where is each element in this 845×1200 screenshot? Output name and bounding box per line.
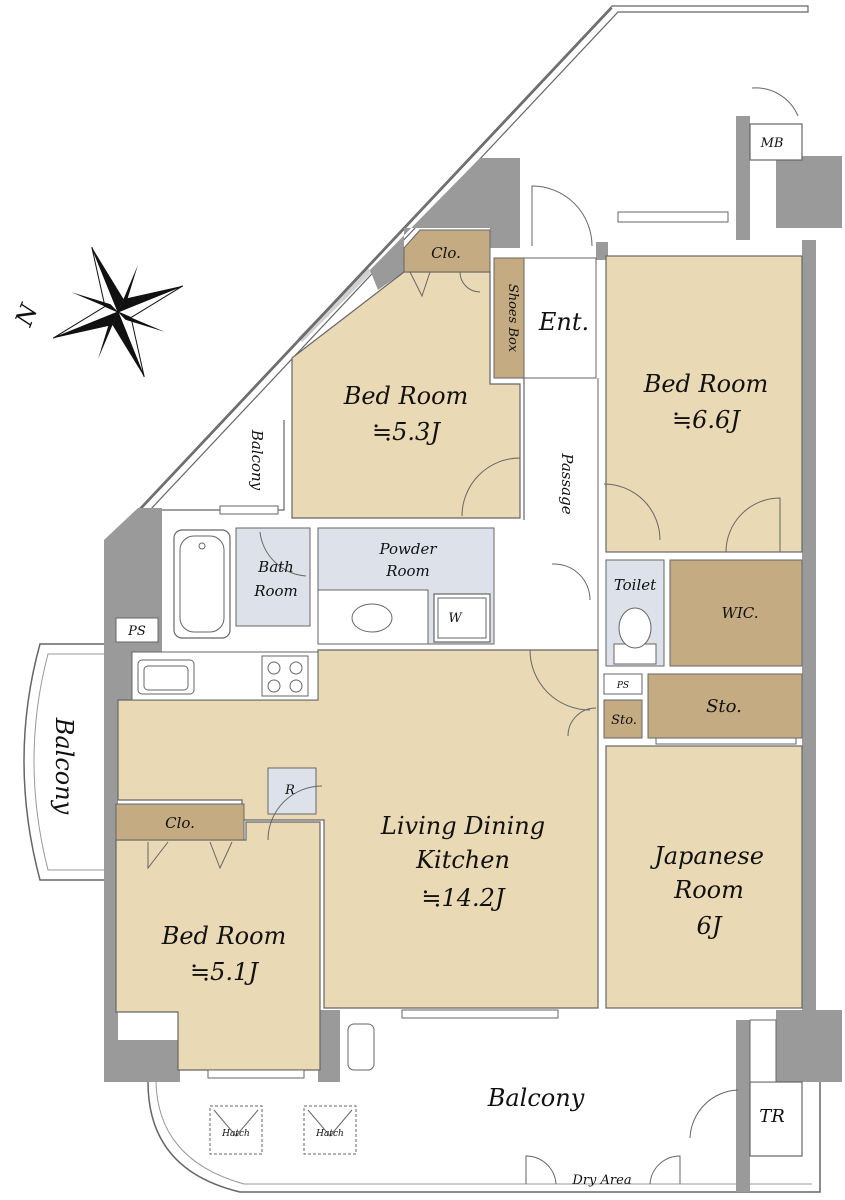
bath-room[interactable] (235, 527, 311, 627)
tr-label: TR (759, 1106, 785, 1127)
dry-area-label: Dry Area (571, 1173, 631, 1188)
washer-pan (433, 593, 491, 643)
storage-large[interactable] (647, 673, 803, 739)
wic-label: WIC. (721, 604, 758, 622)
wall-south-west (104, 1040, 180, 1082)
japanese-line2: Room (673, 876, 744, 904)
balcony-sink (347, 1023, 375, 1071)
ldk-size: ≒14.2J (421, 884, 506, 912)
kitchen-sink (137, 659, 195, 695)
powder-line2: Room (385, 562, 430, 580)
tr-box[interactable] (749, 1081, 803, 1157)
balcony-nw-label: Balcony (248, 429, 266, 491)
fridge-label: R (284, 783, 295, 798)
ps-center (603, 673, 643, 695)
bed-room-sw[interactable] (115, 821, 321, 1071)
bed-room-ne-name: Bed Room (643, 370, 769, 398)
fridge-space (267, 767, 317, 815)
bed-room-ne[interactable] (605, 255, 803, 553)
door-swings (147, 87, 799, 1185)
stove-icon (261, 655, 309, 697)
ldk-line2: Kitchen (415, 846, 510, 874)
compass-rose-icon (52, 246, 184, 378)
wall-east-lower (776, 1010, 842, 1082)
washer-label: W (448, 611, 463, 626)
mb-label: MB (760, 136, 784, 151)
balcony-south-label: Balcony (487, 1084, 585, 1112)
ps-west-label: PS (127, 624, 146, 639)
closet-nw[interactable] (403, 229, 491, 273)
closet-sw-label: Clo. (165, 814, 195, 832)
wall-tr-column (736, 1020, 750, 1192)
wall-east-upper (776, 156, 842, 228)
wall-north-block (370, 158, 520, 290)
toilet-bowl-icon (618, 607, 652, 649)
hatch-2-label: Hatch (315, 1129, 344, 1139)
wall-entrance (596, 242, 608, 260)
closet-nw-label: Clo. (431, 244, 461, 262)
entrance[interactable] (523, 257, 597, 379)
bed-room-sw-name: Bed Room (161, 922, 287, 950)
entrance-label: Ent. (538, 308, 589, 336)
toilet-label: Toilet (614, 576, 657, 594)
passage-label: Passage (558, 452, 576, 514)
bath-line1: Bath (257, 558, 294, 576)
wall-east (802, 240, 816, 1020)
bath-line2: Room (253, 582, 298, 600)
japanese-size: 6J (697, 912, 723, 940)
storage-small[interactable] (603, 699, 643, 739)
vanity (317, 589, 429, 645)
walk-in-closet[interactable] (669, 559, 803, 667)
storage-small-label: Sto. (611, 713, 637, 728)
compass-n-label: N (9, 299, 44, 331)
storage-large-label: Sto. (706, 696, 742, 717)
japanese-room[interactable] (605, 745, 803, 1009)
wall-mb-column (736, 116, 750, 240)
nw-diagonal-wall (139, 7, 613, 511)
bed-room-ne-size: ≒6.6J (672, 406, 741, 434)
ldk-line1: Living Dining (380, 812, 545, 840)
balcony-west-label: Balcony (50, 717, 78, 815)
shoes-box-label: Shoes Box (505, 284, 520, 353)
hatch-2 (303, 1105, 357, 1155)
closet-sw[interactable] (115, 803, 245, 841)
japanese-line1: Japanese (649, 842, 764, 870)
mb-box[interactable] (749, 123, 803, 161)
west-balcony-outline[interactable] (23, 643, 104, 881)
ps-west (115, 617, 159, 643)
hatch-1 (209, 1105, 263, 1155)
hatch-1-label: Hatch (221, 1129, 250, 1139)
ps-center-label: PS (616, 681, 629, 691)
nw-balcony-inner (138, 420, 285, 511)
bed-room-nw-size: ≒5.3J (372, 418, 441, 446)
windows (207, 211, 797, 1079)
powder-line1: Powder (378, 540, 437, 558)
bed-room-sw-size: ≒5.1J (190, 958, 259, 986)
bed-room-nw-name: Bed Room (343, 382, 469, 410)
wall-south-mid (318, 1010, 340, 1082)
